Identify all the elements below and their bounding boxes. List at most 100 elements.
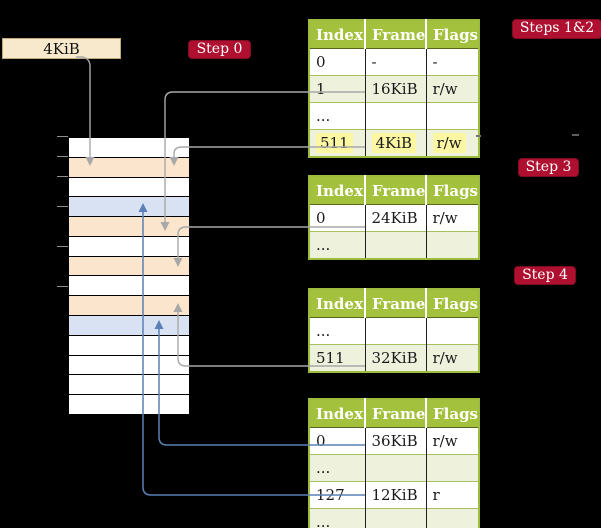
cell-flags bbox=[425, 508, 479, 528]
table-row: 0 - - bbox=[309, 48, 479, 76]
memory-frame-row-4 bbox=[69, 216, 189, 236]
memory-frame-row-2 bbox=[69, 176, 189, 197]
memory-frame-row-5 bbox=[69, 235, 189, 256]
page-table-4: Index Frame Flags 0 36KiB r/w ... 127 12… bbox=[308, 398, 480, 528]
cell-flags bbox=[425, 231, 479, 259]
memory-frame-row-1 bbox=[69, 156, 189, 177]
cell-index: 0 bbox=[316, 209, 326, 227]
cell-index: ... bbox=[309, 231, 365, 259]
memory-tick bbox=[57, 246, 68, 247]
col-header-flags: Flags bbox=[425, 20, 479, 49]
col-header-index: Index bbox=[309, 289, 365, 318]
table-row: 0 24KiB r/w bbox=[309, 204, 479, 232]
table-row: 127 12KiB r bbox=[309, 481, 479, 509]
memory-frame-row-6 bbox=[69, 255, 189, 276]
col-header-frame: Frame bbox=[364, 20, 426, 49]
col-header-flags: Flags bbox=[425, 176, 479, 205]
cell-index: 0 bbox=[316, 432, 326, 450]
cell-frame bbox=[364, 317, 426, 345]
cell-frame bbox=[364, 454, 426, 482]
memory-frame-row-13 bbox=[69, 394, 189, 414]
memory-tick bbox=[57, 156, 68, 157]
highlighted-value: 511 bbox=[316, 133, 353, 153]
cell-frame: 16KiB bbox=[364, 75, 426, 103]
memory-frame-row-8 bbox=[69, 295, 189, 316]
physical-memory-column bbox=[68, 137, 190, 415]
col-header-index: Index bbox=[309, 176, 365, 205]
col-header-frame: Frame bbox=[364, 399, 426, 428]
stray-mark bbox=[476, 135, 481, 137]
table-row: ... bbox=[309, 102, 479, 130]
table-header-row: Index Frame Flags bbox=[309, 289, 479, 318]
memory-frame-row-9 bbox=[69, 315, 189, 335]
memory-frame-row-3 bbox=[69, 196, 189, 217]
cell-index: 127 bbox=[309, 481, 365, 509]
table-row: ... bbox=[309, 231, 479, 259]
memory-frame-row-0 bbox=[69, 138, 189, 157]
badge-step-0: Step 0 bbox=[188, 40, 251, 59]
memory-tick bbox=[57, 176, 68, 177]
cell-flags bbox=[425, 454, 479, 482]
stray-mark bbox=[572, 134, 579, 136]
cell-frame: 36KiB bbox=[364, 427, 426, 455]
badge-step-4: Step 4 bbox=[514, 266, 576, 285]
cell-frame: - bbox=[364, 48, 426, 76]
frame-size-box: 4KiB bbox=[2, 38, 121, 59]
cell-flags bbox=[425, 102, 479, 130]
table-row: 1 16KiB r/w bbox=[309, 75, 479, 103]
cell-index: 1 bbox=[309, 75, 365, 103]
table-row: ... bbox=[309, 317, 479, 345]
badge-steps-1-2: Steps 1&2 bbox=[512, 19, 601, 39]
cell-frame bbox=[364, 231, 426, 259]
memory-frame-row-7 bbox=[69, 275, 189, 296]
table-header-row: Index Frame Flags bbox=[309, 176, 479, 205]
cell-flags: r/w bbox=[425, 129, 479, 157]
cell-frame: 12KiB bbox=[364, 481, 426, 509]
memory-tick bbox=[57, 206, 68, 207]
cell-frame: 24KiB bbox=[364, 204, 426, 232]
cell-flags: r/w bbox=[425, 344, 479, 372]
cell-flags: - bbox=[425, 48, 479, 76]
col-header-flags: Flags bbox=[425, 399, 479, 428]
frame-size-label: 4KiB bbox=[43, 39, 80, 58]
highlighted-value: r/w bbox=[432, 133, 466, 153]
badge-step-3: Step 3 bbox=[518, 158, 579, 177]
table-header-row: Index Frame Flags bbox=[309, 20, 479, 49]
table-row-highlighted: 511 4KiB r/w bbox=[309, 129, 479, 157]
cell-index: ... bbox=[309, 508, 365, 528]
col-header-flags: Flags bbox=[425, 289, 479, 318]
memory-frame-row-10 bbox=[69, 334, 189, 355]
cell-index: 511 bbox=[309, 129, 365, 157]
memory-frame-row-11 bbox=[69, 354, 189, 375]
highlighted-value: 4KiB bbox=[371, 133, 417, 153]
page-table-2: Index Frame Flags 0 24KiB r/w ... bbox=[308, 175, 480, 260]
cell-index: ... bbox=[309, 454, 365, 482]
page-table-3: Index Frame Flags ... 511 32KiB r/w bbox=[308, 288, 480, 373]
cell-frame: 4KiB bbox=[364, 129, 426, 157]
memory-frame-row-12 bbox=[69, 374, 189, 395]
memory-tick bbox=[57, 136, 68, 137]
cell-flags: r/w bbox=[425, 75, 479, 103]
page-table-1: Index Frame Flags 0 - - 1 16KiB r/w ... … bbox=[308, 19, 480, 158]
memory-tick bbox=[57, 286, 68, 287]
col-header-index: Index bbox=[309, 20, 365, 49]
cell-flags bbox=[425, 317, 479, 345]
cell-index: ... bbox=[316, 322, 331, 340]
col-header-frame: Frame bbox=[364, 176, 426, 205]
table-row: 0 36KiB r/w bbox=[309, 427, 479, 455]
table-row: 511 32KiB r/w bbox=[309, 344, 479, 372]
cell-frame bbox=[364, 102, 426, 130]
cell-flags: r bbox=[425, 481, 479, 509]
cell-index: 0 bbox=[316, 53, 326, 71]
table-row: ... bbox=[309, 508, 479, 528]
cell-frame: 32KiB bbox=[364, 344, 426, 372]
col-header-index: Index bbox=[309, 399, 365, 428]
cell-flags: r/w bbox=[425, 204, 479, 232]
cell-index: ... bbox=[309, 102, 365, 130]
col-header-frame: Frame bbox=[364, 289, 426, 318]
cell-index: 511 bbox=[309, 344, 365, 372]
table-row: ... bbox=[309, 454, 479, 482]
table-header-row: Index Frame Flags bbox=[309, 399, 479, 428]
cell-frame bbox=[364, 508, 426, 528]
